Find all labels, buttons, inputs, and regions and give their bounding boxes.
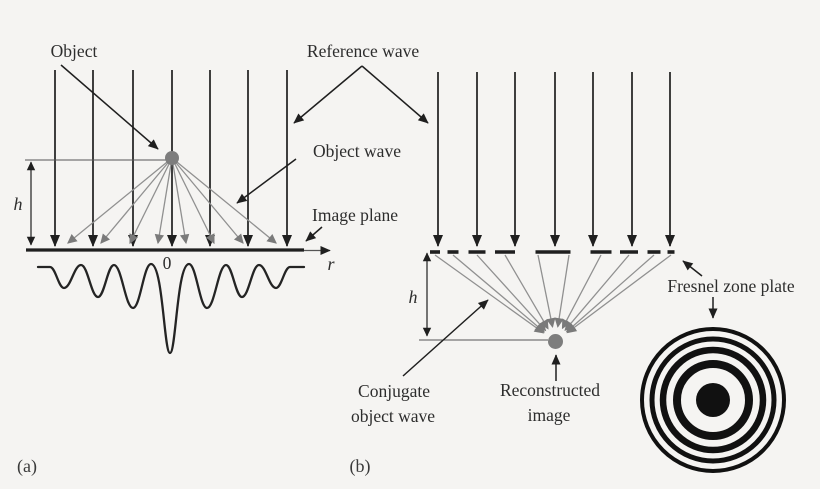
height-measure-b bbox=[419, 252, 548, 341]
fresnel-pointer-dash-arrow bbox=[682, 260, 703, 277]
object-wave-ray bbox=[171, 157, 244, 244]
conjugate-object-ray bbox=[566, 254, 672, 334]
fresnel-zone-plate-graphic bbox=[640, 327, 786, 473]
zone-plate-ring bbox=[649, 336, 777, 464]
conjugate-wave-rays bbox=[434, 254, 672, 334]
zone-plate-center-disk bbox=[696, 383, 730, 417]
object-wave-ray bbox=[129, 157, 173, 245]
object-dot bbox=[165, 151, 179, 165]
label-reconstructed-line1: Reconstructed bbox=[500, 380, 600, 400]
panel-b-tag: (b) bbox=[350, 456, 371, 477]
panel-b-reconstruction: h Conjugate object wave Reconstructed im… bbox=[350, 72, 795, 477]
conjugate-object-ray bbox=[561, 254, 602, 330]
label-pointer-arrows bbox=[60, 64, 718, 381]
label-object-wave: Object wave bbox=[313, 141, 401, 161]
zone-plate-ring bbox=[673, 360, 753, 440]
label-reference-wave: Reference wave bbox=[307, 41, 419, 61]
object-wave-ray bbox=[67, 157, 173, 244]
object-wave-ray bbox=[171, 157, 190, 245]
conjugate-object-ray bbox=[504, 254, 549, 330]
object-wave-rays bbox=[67, 157, 277, 245]
reconstruction-wave-arrows bbox=[433, 72, 675, 247]
conjugate-object-ray bbox=[452, 254, 545, 333]
height-measure-a bbox=[25, 159, 171, 246]
conjugate-object-ray bbox=[476, 254, 547, 332]
object-pointer-arrow bbox=[60, 64, 159, 150]
interference-intensity-curve bbox=[36, 262, 306, 355]
label-conjugate-line2: object wave bbox=[351, 406, 435, 426]
image-plane-pointer-arrow bbox=[305, 226, 323, 242]
reconstructed-image-dot bbox=[548, 334, 563, 349]
object-wave-ray bbox=[171, 157, 277, 244]
zone-plate-ring bbox=[640, 327, 786, 473]
conjugate-object-ray bbox=[554, 254, 570, 328]
label-reconstructed-line2: image bbox=[528, 405, 571, 425]
reference-wave-arrows bbox=[50, 70, 292, 247]
label-h-left: h bbox=[14, 194, 23, 214]
conjugate-object-ray bbox=[564, 254, 630, 331]
conjugate-object-ray bbox=[565, 254, 655, 333]
zone-plate-ring bbox=[659, 346, 767, 454]
reference-pointer-left-arrow bbox=[293, 65, 363, 124]
label-conjugate-line1: Conjugate bbox=[358, 381, 430, 401]
panel-a-recording: Object Reference wave Object wave Image … bbox=[14, 41, 420, 477]
object-wave-pointer-arrow bbox=[236, 158, 297, 204]
label-object: Object bbox=[51, 41, 98, 61]
conjugate-object-ray bbox=[537, 254, 556, 328]
object-wave-ray bbox=[154, 157, 173, 245]
label-image-plane: Image plane bbox=[312, 205, 398, 225]
object-wave-ray bbox=[100, 157, 173, 244]
conjugate-pointer-arrow bbox=[402, 299, 489, 377]
label-h-right: h bbox=[409, 287, 418, 307]
label-r-axis: r bbox=[327, 254, 335, 274]
label-zero: 0 bbox=[163, 253, 172, 273]
conjugate-object-ray bbox=[434, 254, 545, 334]
panel-a-tag: (a) bbox=[17, 456, 37, 477]
label-fresnel-zone-plate: Fresnel zone plate bbox=[667, 276, 795, 296]
object-wave-ray bbox=[171, 157, 215, 245]
reference-pointer-right-arrow bbox=[361, 65, 429, 124]
